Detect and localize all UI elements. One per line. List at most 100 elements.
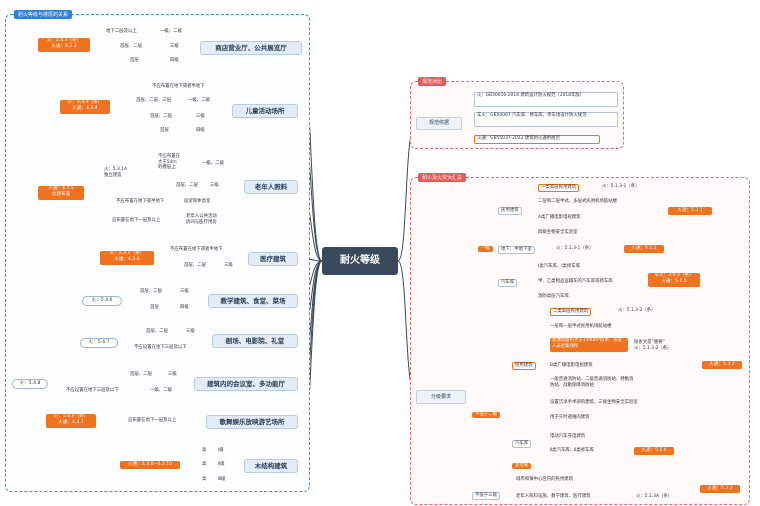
d7-node: 用于灾时避难的建筑 xyxy=(550,415,590,420)
meeting-row1-floor: 首层、二层 xyxy=(130,372,152,377)
garage-node[interactable]: 汽车库 xyxy=(498,279,518,287)
g3-node: 消防高层汽车库 xyxy=(538,294,569,299)
substation-node[interactable]: 变电站 xyxy=(512,463,532,469)
spec-item-1[interactable]: 火：GB50016-2014 建筑设计防火规范（2018年版） xyxy=(474,92,618,107)
topic-meeting[interactable]: 建筑内的会议室、多功能厅 xyxy=(194,377,298,391)
school-row1-grade: 三级 xyxy=(180,289,189,294)
elder-r3b: 居室和休息室 xyxy=(184,199,211,204)
garage2-node[interactable]: 汽车库 xyxy=(512,440,532,448)
spec-item-2[interactable]: 车火：GB50067 汽车库、修车库、停车场设计防火规范 xyxy=(474,112,618,127)
child-row3-grade: 三级 xyxy=(196,114,205,119)
child-row2-floor: 首层、二层、三层 xyxy=(136,98,172,103)
wood-grade-2: Ⅱ级 xyxy=(218,462,225,467)
g-ref-badge: 车火：3.0.3（条） 火通：5.1.5 xyxy=(648,273,700,287)
summary-panel-title: 耐火及火灾大汇总 xyxy=(418,173,467,182)
grade1-node[interactable]: 一级 xyxy=(478,246,493,252)
topic-elder[interactable]: 老年人照料 xyxy=(244,180,298,194)
classify-topic[interactable]: 分级要求 xyxy=(416,390,466,404)
shop-row1-floor: 地下二层及以上 xyxy=(106,29,137,34)
d3-ref: 除条文是“重要” 火：5.1.3-2（条） xyxy=(634,340,672,351)
theater-row1-floor: 首层、二层 xyxy=(146,329,168,334)
civil-node[interactable]: 民用建筑 xyxy=(498,207,522,215)
meeting-row2-grade: 一级、二级 xyxy=(150,388,172,393)
c4-node: 四级生物安全实验室 xyxy=(538,230,578,235)
meeting-row2-floor: 不应设置在地下三层及以下 xyxy=(66,388,119,393)
elder-r4: 应布置在地下一层及以上 xyxy=(112,218,161,223)
c2-node: 二层和二层半式、多层式民用机场航站楼 xyxy=(538,199,618,204)
topic-theater[interactable]: 剧场、电影院、礼堂 xyxy=(212,334,298,348)
e2-node: Ⅱ类汽车库、Ⅱ类修车库 xyxy=(550,448,594,453)
elder-r2b: 三级 xyxy=(210,183,219,188)
wood-badge: 火通：4.3.8~4.3.10 xyxy=(120,461,180,469)
child-badge: 火：5.4.4（条） 火通：4.3.4 xyxy=(60,100,110,114)
not-lower3-node[interactable]: 不低于三级 xyxy=(472,492,500,500)
f-ref-badge: 火通：5.3.3 xyxy=(700,485,740,493)
medical-row1: 不应布置在地下或者半地下 xyxy=(170,247,223,252)
civil2-node[interactable]: 民用建筑 xyxy=(512,362,536,370)
ktv-badge: 火：5.4.9（条） 火通：4.3.7 xyxy=(46,414,96,428)
topic-wood[interactable]: 木结构建筑 xyxy=(244,459,298,473)
wood-grade-1: Ⅰ级 xyxy=(218,448,224,453)
topic-medical[interactable]: 医疗建筑 xyxy=(248,252,298,266)
elder-b1: 火：5.3.1A 独立建造 xyxy=(104,167,127,178)
c-ref-badge: 火通：5.3.1 xyxy=(668,207,712,215)
elder-r4b: 老年人公共活动 房间与医疗用房 xyxy=(186,214,217,225)
elder-g1: 一级、二级 xyxy=(202,161,224,166)
elder-r3: 不应布置在地下或半地下 xyxy=(116,199,165,204)
under-ref: 火：5.1.3-1（条） xyxy=(556,246,594,251)
g1-node: Ⅰ类汽车库，Ⅰ类修车库 xyxy=(538,264,581,269)
shop-row2-floor: 首层、二层 xyxy=(120,44,142,49)
d4-node: B类广播电影电视建筑 xyxy=(550,363,593,368)
under-ref-badge: 火通：5.1.2 xyxy=(624,245,664,253)
meeting-badge: 火：5.4.8 xyxy=(12,379,48,389)
shop-row1-grade: 一级、二级 xyxy=(160,29,182,34)
d-ref-badge: 火通：5.3.2 xyxy=(702,361,742,369)
medical-row2-floor: 首层、二层 xyxy=(184,263,206,268)
c1-ref: 火：5.1.3-1（条） xyxy=(602,184,640,189)
c1-node[interactable]: 一类高层民用建筑 xyxy=(538,184,580,192)
central-topic[interactable]: 耐火等级 xyxy=(322,247,398,275)
shop-badge: 火：5.4.3（条） 火通：4.3.3 xyxy=(38,38,90,52)
elder-b2: 不应布置在 大于54m 的楼层上 xyxy=(158,154,180,170)
elder-badge: 火通：4.3.5 合建布置 xyxy=(38,186,84,200)
shop-row2-grade: 三级 xyxy=(170,44,179,49)
theater-badge: 火：5.4.7 xyxy=(80,338,118,348)
medical-badge: 火：5.4.5（条） 火通：4.3.6 xyxy=(100,251,154,265)
e-ref-badge: 火通：5.1.6 xyxy=(634,447,674,455)
e1-node: 电动汽车充电建筑 xyxy=(550,434,586,439)
spec-topic[interactable]: 规范依据 xyxy=(416,117,462,130)
topic-shop[interactable]: 商店营业厅、公共展览厅 xyxy=(200,41,302,55)
medical-row2-grade: 三级 xyxy=(224,263,233,268)
school-row2-grade: 四级 xyxy=(180,305,189,310)
topic-ktv[interactable]: 歌舞娱乐放映游艺场所 xyxy=(206,415,298,429)
d1-node[interactable]: 二类高层民用建筑 xyxy=(550,308,592,316)
theater-row2: 不应设置在地下三层及以下 xyxy=(134,345,187,350)
c3-node: A类广播电影电视建筑 xyxy=(538,215,581,220)
topic-school[interactable]: 教学建筑、食堂、菜场 xyxy=(208,294,298,308)
wood-prefix-1: 高 xyxy=(202,448,207,453)
d3-node[interactable]: 总建筑面积大于1500m²的单、多层人员密集场所 xyxy=(550,338,628,352)
left-panel-title: 耐火等级与楼层的关系 xyxy=(14,10,73,19)
shop-row3-grade: 四级 xyxy=(170,58,179,63)
f2-ref: 火：5.1.3A（条） xyxy=(636,494,673,499)
school-row1-floor: 首层、二层 xyxy=(140,289,162,294)
shop-row3-floor: 首层 xyxy=(130,58,139,63)
g2-node: 甲、乙类物品运输车的汽车库或修车库 xyxy=(538,279,613,284)
school-badge: 火：5.4.6 xyxy=(82,296,122,306)
ktv-row1: 应布置在地下一层及以上 xyxy=(128,418,177,423)
d5-node: 一般普通消防站、二级普通消防站、特勤消防站、战勤保障消防站 xyxy=(550,377,634,388)
elder-r2a: 首层、二层 xyxy=(176,183,198,188)
school-row2-floor: 首层 xyxy=(150,305,159,310)
not-lower2-node[interactable]: 不低于二级 xyxy=(472,412,500,418)
f1-node: 城市和镇中心区内的民用建筑 xyxy=(516,477,574,482)
d2-node: 一层和一层半式民用机场航站楼 xyxy=(550,324,612,329)
under-node[interactable]: 地下、半地下室 xyxy=(498,246,535,254)
theater-row1-grade: 三级 xyxy=(186,329,195,334)
wood-prefix-3: 高 xyxy=(202,477,207,482)
child-row3-floor: 首层、二层 xyxy=(150,114,172,119)
spec-panel-title: 规范对比 xyxy=(418,77,447,86)
d1-ref: 火：5.1.3-2（条） xyxy=(618,308,656,313)
topic-child[interactable]: 儿童活动场所 xyxy=(232,104,298,118)
wood-grade-3: Ⅲ级 xyxy=(218,477,226,482)
spec-item-3[interactable]: 火通：GB55037-2022 建筑防火通用规范 xyxy=(474,135,600,144)
